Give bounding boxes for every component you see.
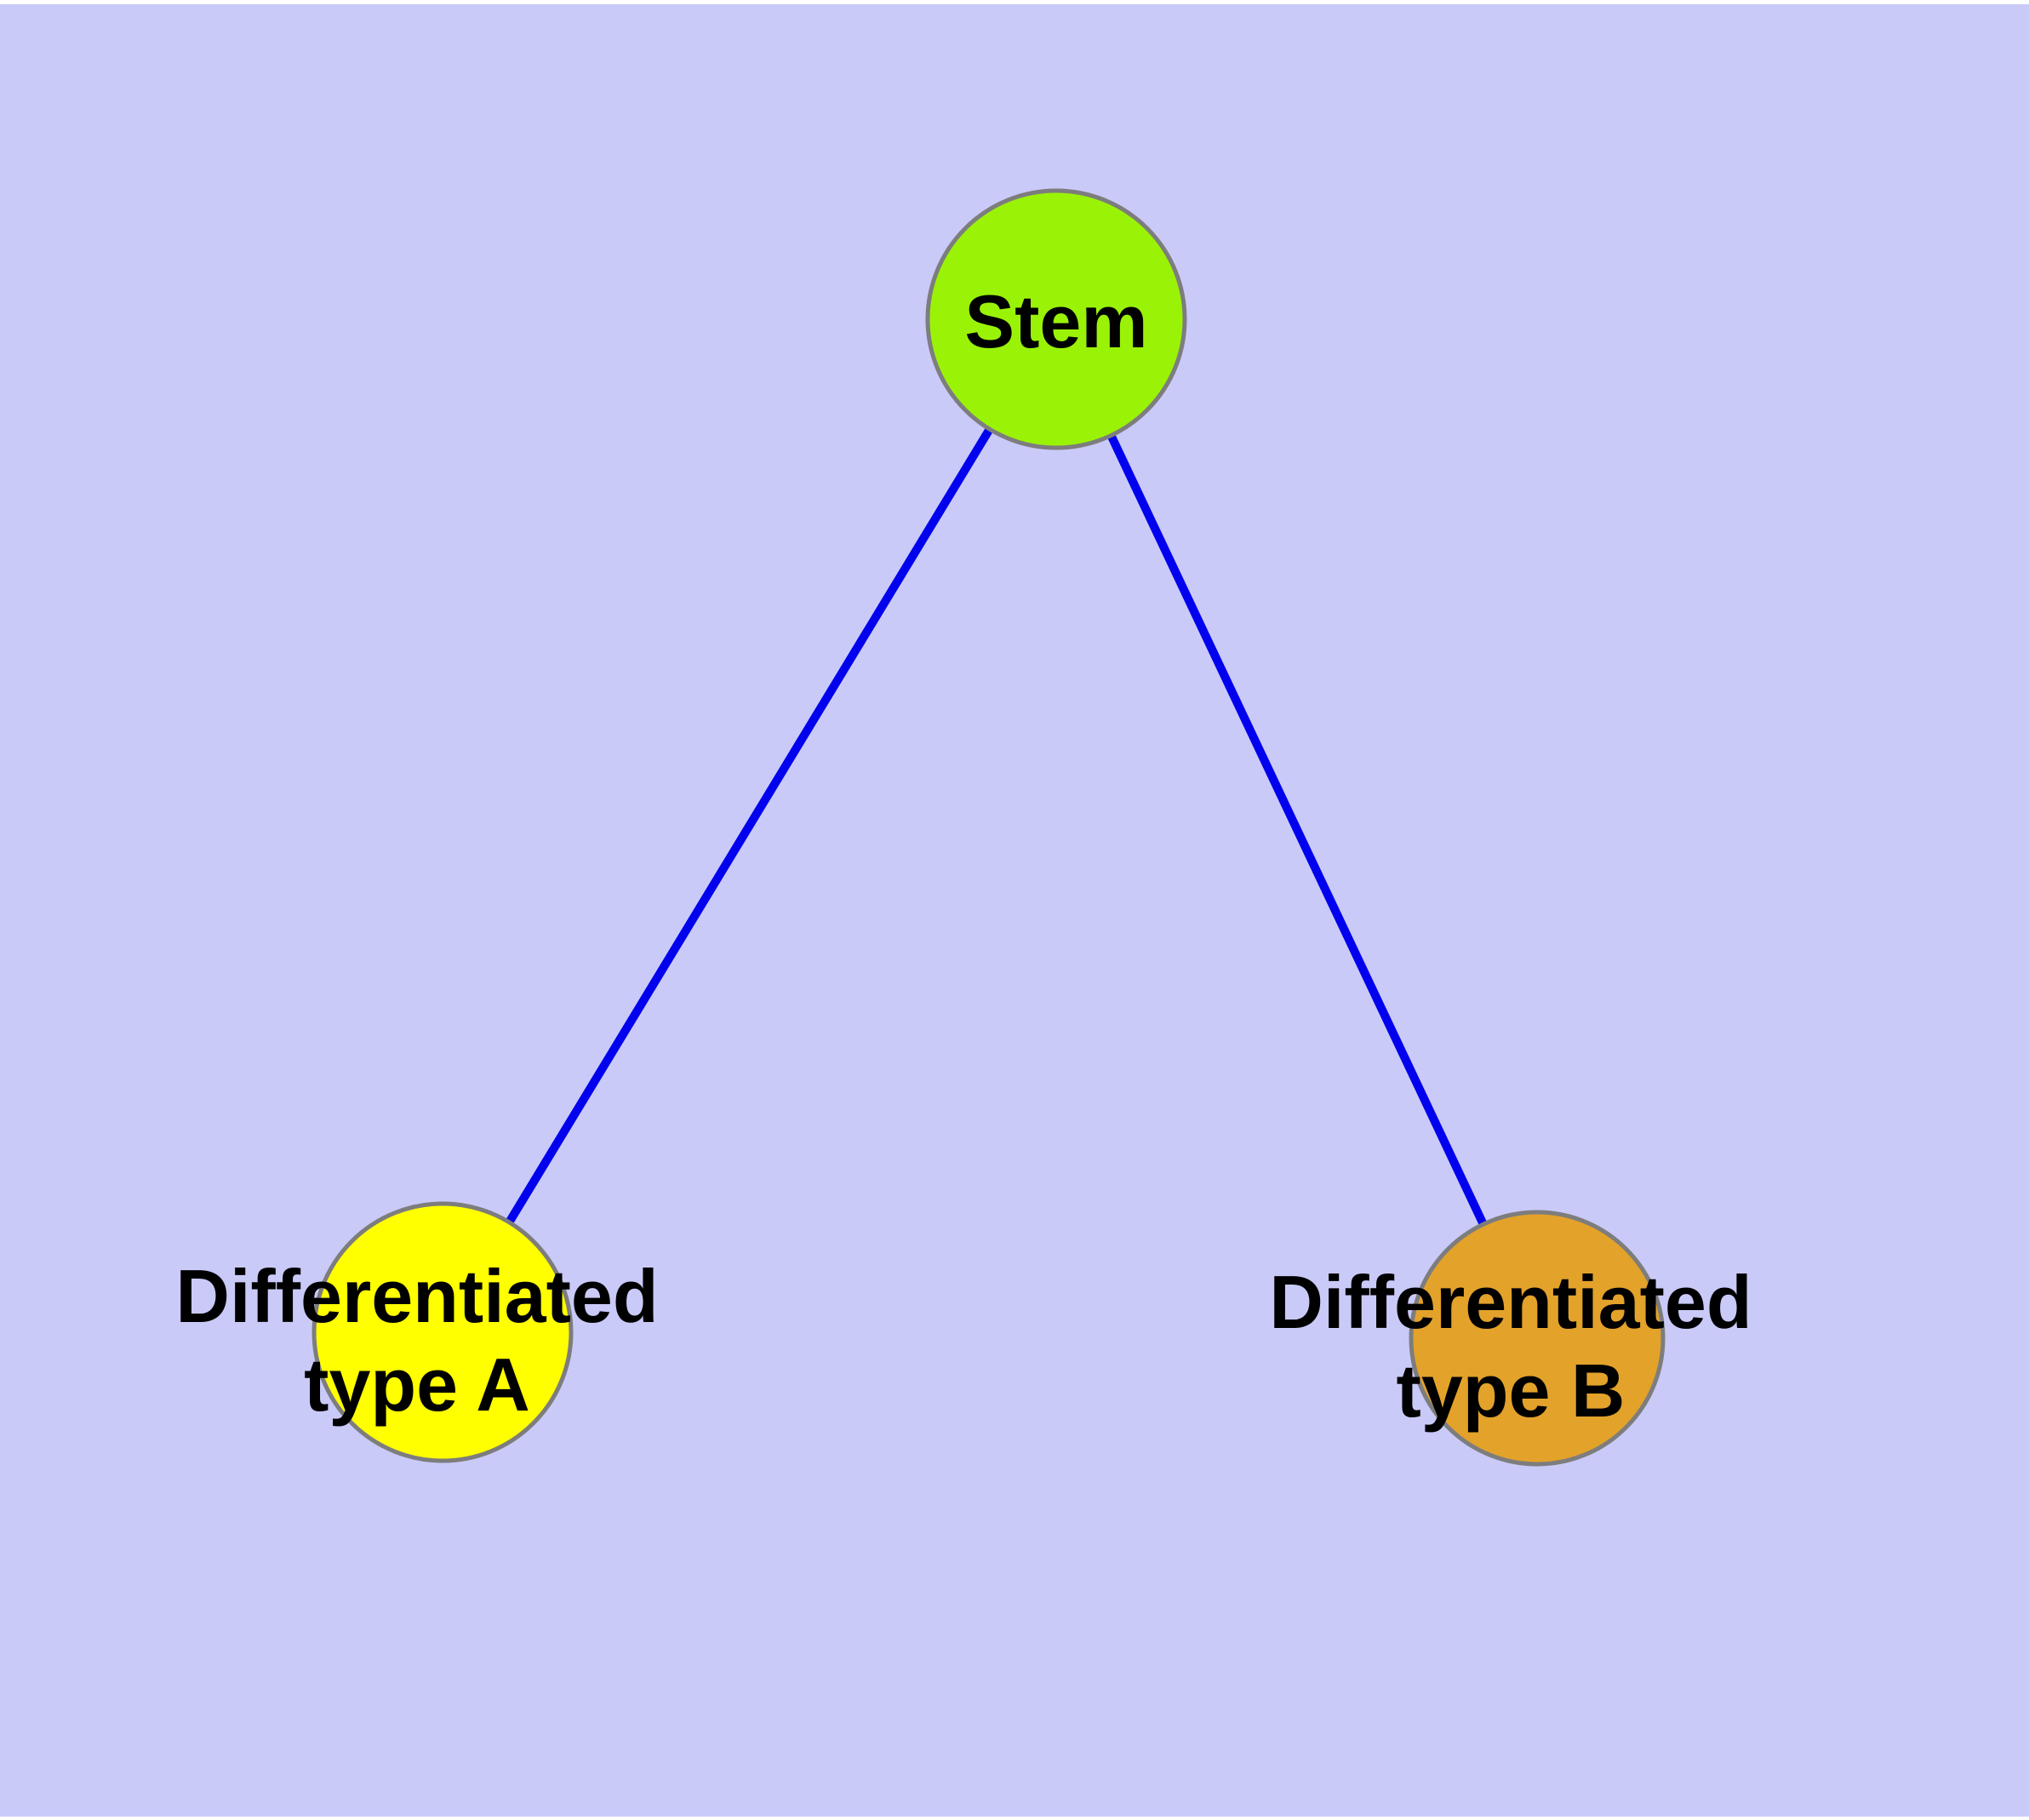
differentiated-type-a-label-line1: Differentiated [175,1254,658,1338]
differentiated-type-b-label-line1: Differentiated [1269,1260,1752,1344]
differentiated-type-b-node-circle [1409,1210,1666,1467]
differentiated-type-a-label-line2: type A [304,1342,530,1427]
edge-stem-to-type-a [438,317,1060,1335]
stem-node-label: Stem [964,279,1147,363]
differentiated-type-a-node-circle [311,1201,574,1463]
stem-node-circle [925,188,1187,450]
edge-stem-to-type-b [1052,317,1541,1341]
differentiated-type-b-label-line2: type B [1397,1348,1626,1433]
